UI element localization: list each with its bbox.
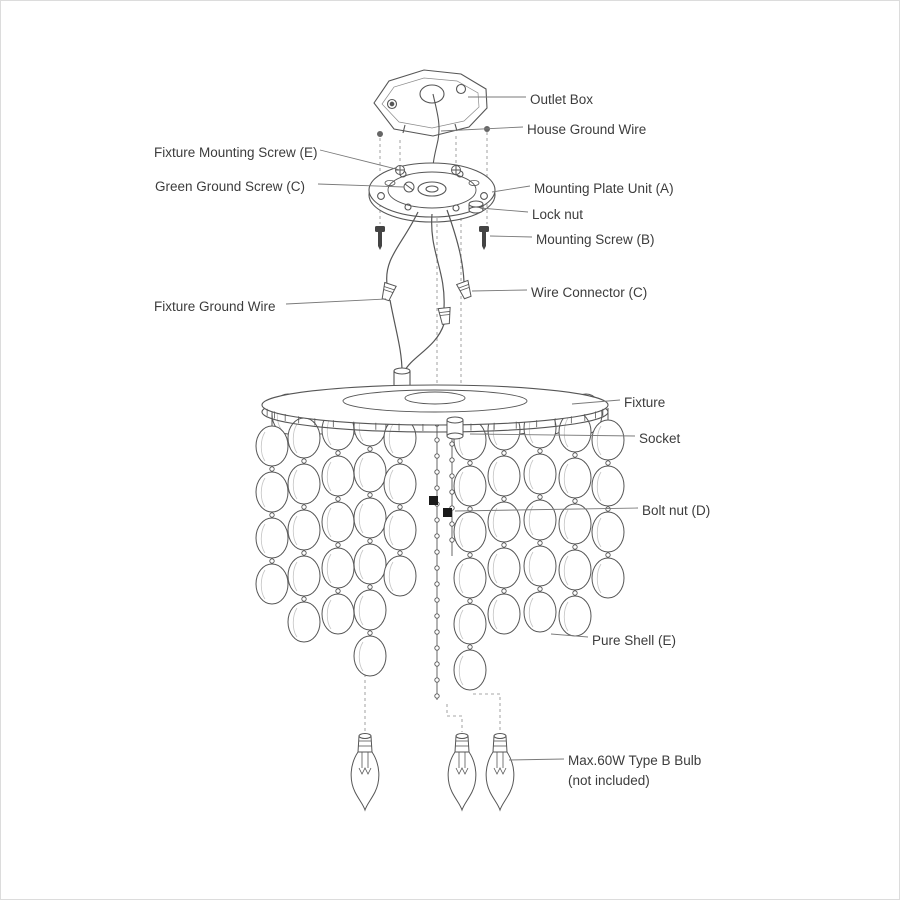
label-outlet-box: Outlet Box (530, 92, 594, 107)
label-socket: Socket (639, 431, 681, 446)
label-fixture: Fixture (624, 395, 666, 410)
label-mounting-plate-unit: Mounting Plate Unit (A) (534, 181, 674, 196)
label-fixture-mounting-screw: Fixture Mounting Screw (E) (154, 145, 318, 160)
label-pure-shell: Pure Shell (E) (592, 633, 677, 648)
mounting-plate-drawing (368, 162, 496, 223)
leader-lines (285, 96, 639, 761)
label-wire-connector: Wire Connector (C) (531, 285, 648, 300)
socket-drawing (446, 416, 464, 440)
label-lock-nut: Lock nut (532, 207, 584, 222)
fixture-plate-drawing (261, 367, 609, 433)
bolt-nuts-drawing (429, 496, 452, 517)
label-house-ground-wire: House Ground Wire (527, 122, 647, 137)
label-fixture-ground-wire: Fixture Ground Wire (154, 299, 276, 314)
label-bolt-nut: Bolt nut (D) (642, 503, 711, 518)
label-bulb-note-line1: Max.60W Type B Bulb (568, 753, 702, 768)
label-bulb-note: Max.60W Type B Bulb (not included) (568, 751, 701, 790)
label-mounting-screw: Mounting Screw (B) (536, 232, 655, 247)
label-green-ground-screw: Green Ground Screw (C) (155, 179, 306, 194)
shell-strands (255, 393, 625, 700)
outlet-box-drawing (373, 69, 490, 137)
mounting-screws-b-drawing (375, 226, 489, 250)
house-ground-wire-drawing (432, 93, 440, 169)
lock-nut-drawing (468, 200, 484, 214)
label-bulb-note-line2: (not included) (568, 772, 650, 788)
wires-drawing (386, 209, 465, 373)
